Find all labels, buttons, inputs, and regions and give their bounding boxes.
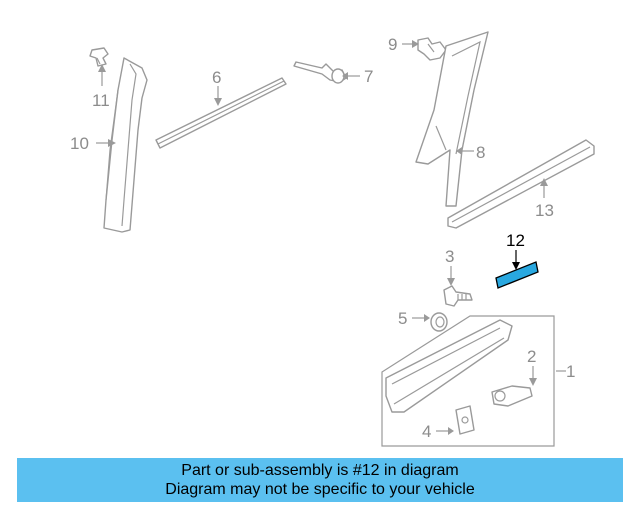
leader-2-arrow (529, 378, 537, 386)
leader-6-arrow (214, 98, 222, 106)
callout-10: 10 (70, 134, 89, 153)
callout-9: 9 (388, 35, 397, 54)
part-13-belt-molding (447, 139, 595, 229)
part-6-molding (155, 77, 287, 149)
part-11-clip (89, 47, 109, 67)
part-1-assembly (381, 315, 555, 447)
callout-5: 5 (398, 309, 407, 328)
callout-13: 13 (535, 201, 554, 220)
part-12-highlighted (495, 261, 539, 289)
part-5-push-clip (430, 312, 448, 332)
callout-2: 2 (527, 347, 536, 366)
leader-13-arrow (540, 178, 548, 186)
part-3-screw (443, 285, 473, 307)
callout-4: 4 (422, 422, 431, 441)
part-4-clip (455, 405, 475, 435)
leader-12-arrow (512, 262, 520, 270)
callout-8: 8 (476, 143, 485, 162)
part-9-clip (417, 37, 447, 61)
banner-line-part: Part or sub-assembly is #12 in diagram (181, 462, 459, 479)
leader-11-arrow (98, 64, 106, 72)
banner-line-disclaimer: Diagram may not be specific to your vehi… (165, 481, 475, 498)
leader-3-arrow (447, 278, 455, 286)
callout-3: 3 (445, 247, 454, 266)
leader-7-arrow (342, 72, 348, 80)
leader-9-arrow (412, 40, 419, 48)
part-10-pillar-trim (103, 57, 148, 233)
leader-10-arrow (108, 139, 116, 147)
callout-6: 6 (212, 68, 221, 87)
callout-11: 11 (92, 91, 110, 110)
leader-4-arrow (448, 427, 454, 435)
callout-12: 12 (506, 231, 525, 250)
part-8-window-trim (415, 31, 489, 207)
info-banner: Part or sub-assembly is #12 in diagram D… (17, 458, 623, 502)
leader-8-arrow (456, 147, 462, 155)
callout-1: 1 (566, 362, 575, 381)
leader-5-arrow (424, 314, 430, 322)
part-7-pin (293, 61, 347, 84)
callout-7: 7 (364, 67, 373, 86)
